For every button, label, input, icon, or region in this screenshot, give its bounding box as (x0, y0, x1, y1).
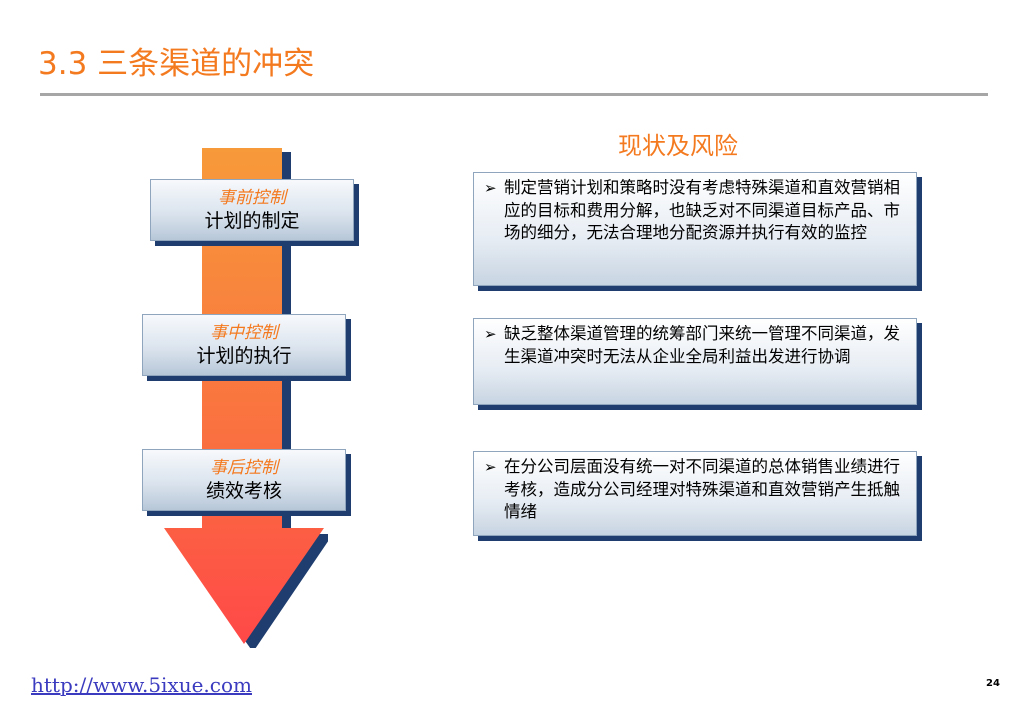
stage-task-label: 绩效考核 (205, 480, 282, 502)
risk-box-execution: ➢ 缺乏整体渠道管理的统筹部门来统一管理不同渠道，发生渠道冲突时无法从企业全局利… (473, 318, 917, 405)
bullet-arrow-icon: ➢ (484, 458, 497, 476)
stage-post-control: 事后控制 绩效考核 (142, 449, 346, 511)
risk-text: 缺乏整体渠道管理的统筹部门来统一管理不同渠道，发生渠道冲突时无法从企业全局利益出… (504, 324, 900, 366)
risk-text: 在分公司层面没有统一对不同渠道的总体销售业绩进行考核，造成分公司经理对特殊渠道和… (504, 457, 900, 521)
stage-task-label: 计划的执行 (196, 345, 292, 367)
page-number: 24 (986, 678, 1000, 689)
stage-phase-label: 事中控制 (210, 323, 278, 343)
page-title: 3.3 三条渠道的冲突 (38, 46, 315, 82)
stage-in-control: 事中控制 计划的执行 (142, 314, 346, 376)
risk-box-evaluation: ➢ 在分公司层面没有统一对不同渠道的总体销售业绩进行考核，造成分公司经理对特殊渠… (473, 451, 917, 536)
down-arrow-icon (164, 148, 328, 648)
footer-website-link[interactable]: http://www.5ixue.com (31, 673, 252, 697)
risk-text: 制定营销计划和策略时没有考虑特殊渠道和直效营销相应的目标和费用分解，也缺乏对不同… (504, 178, 900, 242)
stage-pre-control: 事前控制 计划的制定 (150, 179, 354, 241)
stage-phase-label: 事前控制 (218, 188, 286, 208)
stage-phase-label: 事后控制 (210, 458, 278, 478)
title-divider (40, 93, 988, 96)
risk-box-planning: ➢ 制定营销计划和策略时没有考虑特殊渠道和直效营销相应的目标和费用分解，也缺乏对… (473, 172, 917, 286)
bullet-arrow-icon: ➢ (484, 179, 497, 197)
bullet-arrow-icon: ➢ (484, 325, 497, 343)
risk-heading: 现状及风险 (618, 132, 738, 160)
stage-task-label: 计划的制定 (204, 210, 300, 232)
